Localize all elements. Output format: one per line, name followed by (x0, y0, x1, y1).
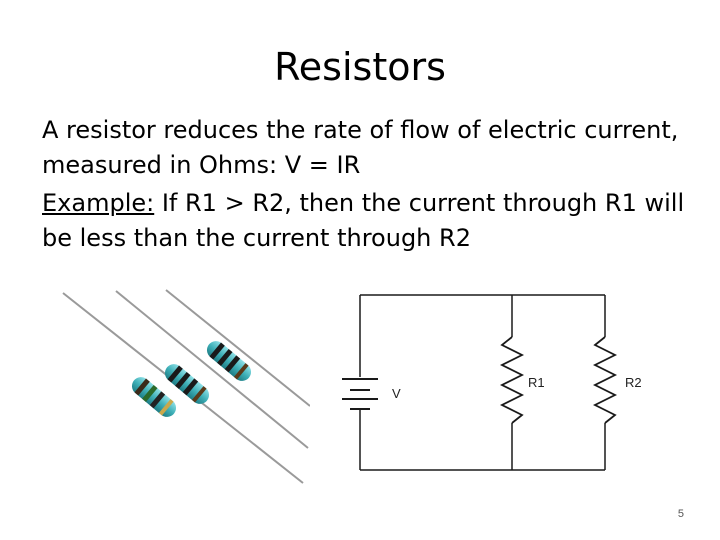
resistor-r1-icon (499, 336, 525, 424)
resistor-photo-middle (164, 364, 210, 404)
example-label: Example: (42, 189, 155, 217)
r2-label: R2 (625, 375, 642, 390)
resistor-photo-back (206, 341, 252, 381)
resistors-photo-icon (62, 289, 310, 484)
resistor-r2-icon (592, 336, 618, 424)
slide-title: Resistors (274, 45, 446, 89)
paragraph-definition: A resistor reduces the rate of flow of e… (42, 116, 679, 179)
circuit-diagram: V R1 R2 (342, 294, 642, 471)
r1-label: R1 (528, 375, 545, 390)
paragraph-example: Example: If R1 > R2, then the current th… (42, 186, 692, 256)
resistor-photo-front (131, 377, 177, 417)
page-number: 5 (677, 508, 684, 520)
slide-body: A resistor reduces the rate of flow of e… (42, 113, 692, 259)
source-label: V (392, 386, 401, 401)
example-text: If R1 > R2, then the current through R1 … (42, 189, 685, 252)
battery-icon (342, 378, 378, 410)
